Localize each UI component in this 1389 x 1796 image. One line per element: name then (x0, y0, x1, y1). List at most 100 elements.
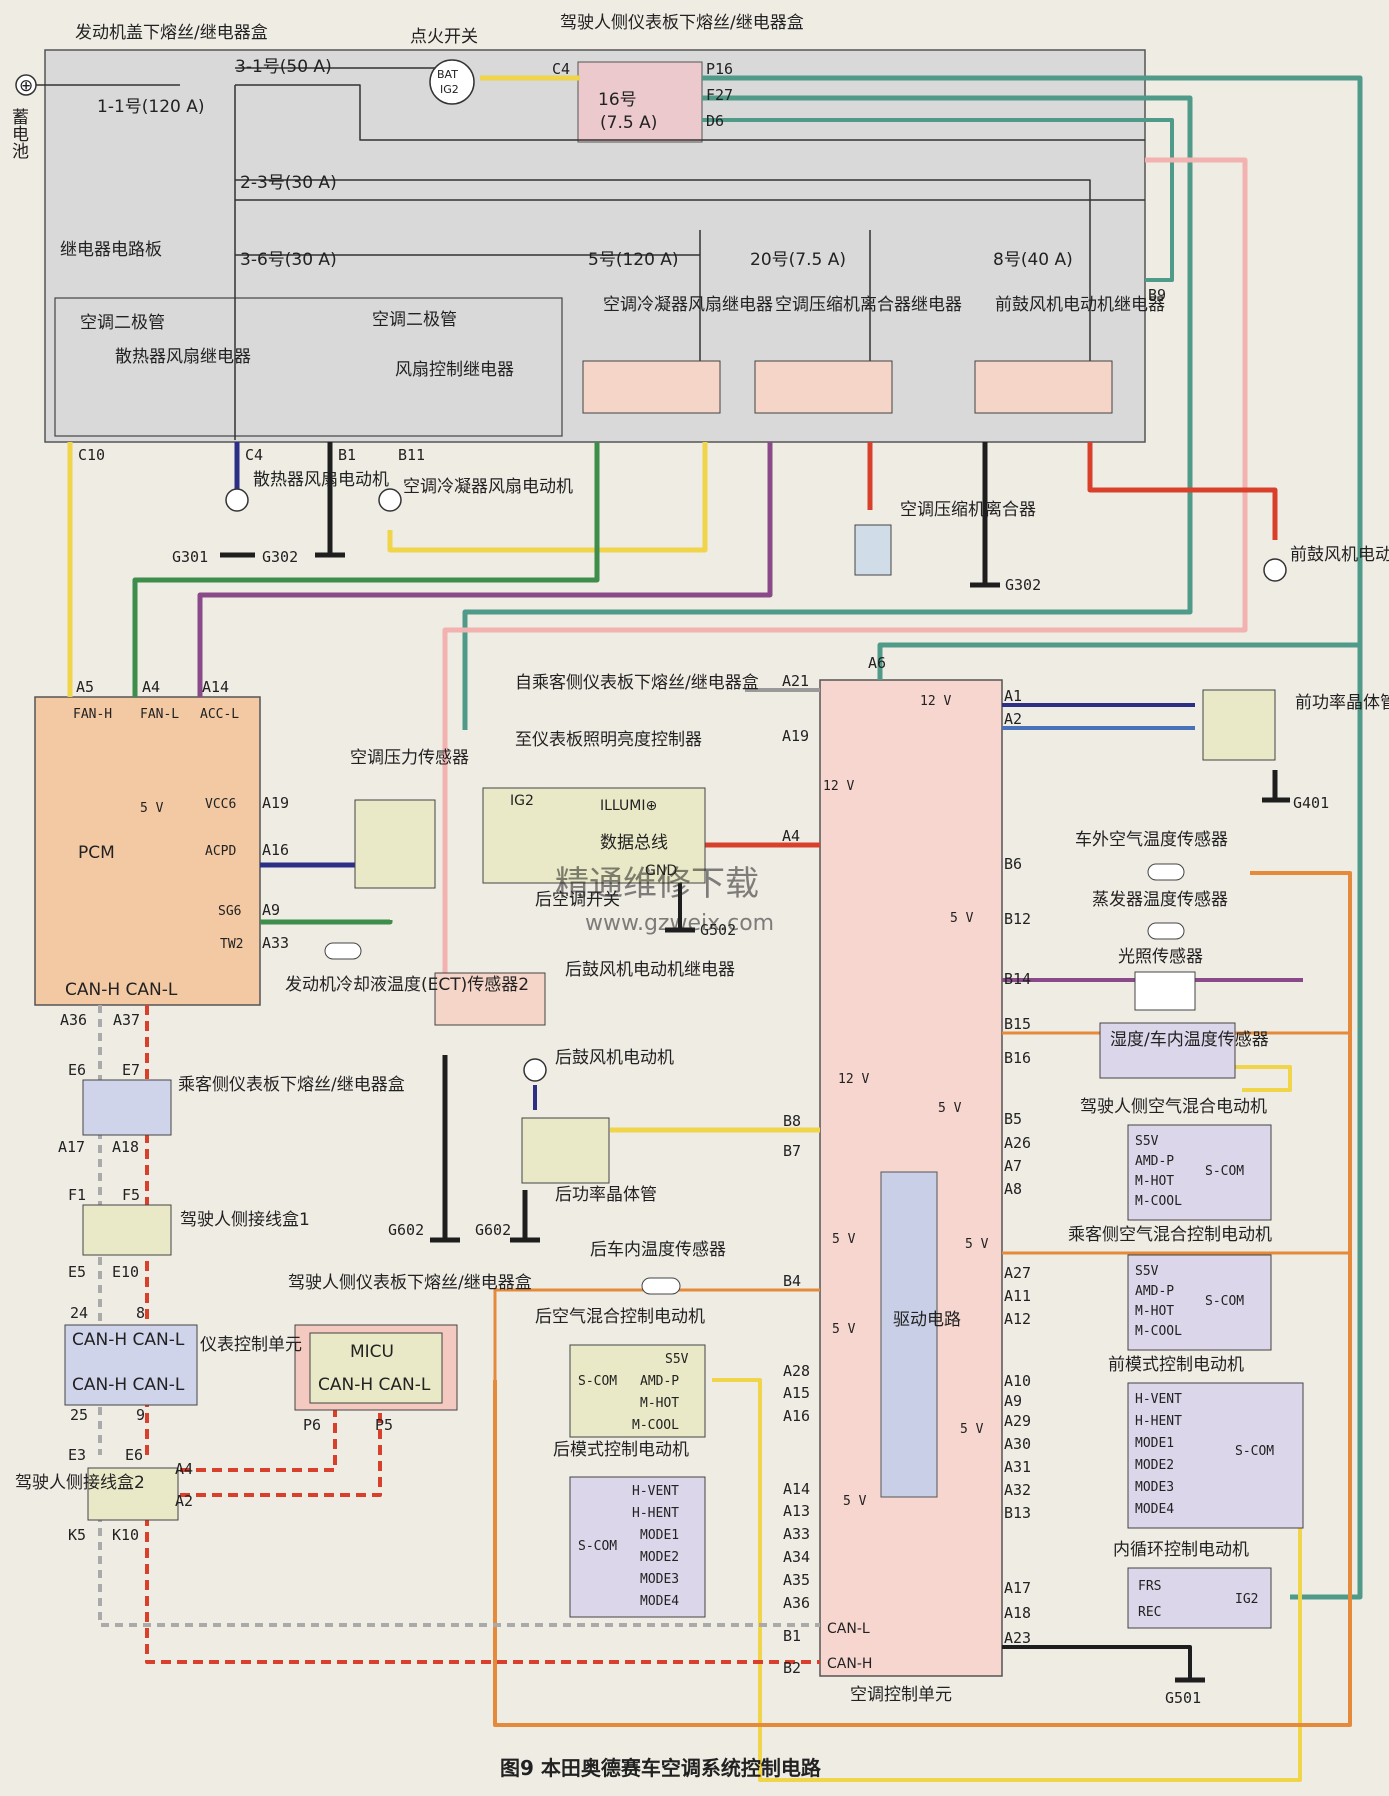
pcm-vref: 5 V (140, 801, 164, 816)
passenger-mix-t1: S5V (1135, 1264, 1159, 1279)
pcm-pin-a33: A33 (262, 934, 289, 952)
fb-pin-c4: C4 (245, 446, 263, 464)
ground-g501-label: G501 (1165, 1689, 1201, 1707)
fb-pin-b1: B1 (338, 446, 356, 464)
rear-mode-t2: H-HENT (632, 1506, 679, 1521)
wire-orange-4 (493, 1288, 820, 1380)
passenger-pin-e6: E6 (68, 1061, 86, 1079)
passenger-pin-e7: E7 (122, 1061, 140, 1079)
micu-pin-p6: P6 (303, 1416, 321, 1434)
evap-temp-sensor (1147, 922, 1185, 940)
front-mode-t1: H-VENT (1135, 1392, 1182, 1407)
passenger-pin-a18: A18 (112, 1138, 139, 1156)
driver-mix-motor (1127, 1124, 1272, 1221)
passenger-pin-a17: A17 (58, 1138, 85, 1156)
acu-left-pin-b8: B8 (783, 1112, 801, 1130)
acu-right-pin-a30: A30 (1004, 1435, 1031, 1453)
rear-from-passenger: 自乘客侧仪表板下熔丝/继电器盒 (515, 673, 759, 693)
gauge-can1: CAN-H CAN-L (72, 1330, 185, 1350)
ignition-label: 点火开关 (410, 27, 478, 47)
rear-temp-sensor (641, 1277, 681, 1295)
fuse-4: 3-6号(30 A) (240, 250, 337, 270)
rear-mode-motor (569, 1476, 706, 1618)
micu-pin-p5: P5 (375, 1416, 393, 1434)
acu-5v-6: 5 V (960, 1422, 984, 1437)
jb1-label: 驾驶人侧接线盒1 (180, 1210, 310, 1230)
acu-left-pin-a34: A34 (783, 1548, 810, 1566)
jb2 (87, 1467, 179, 1521)
fb-pin-b11: B11 (398, 446, 425, 464)
rear-power-transistor (521, 1117, 610, 1184)
wire-green-1 (132, 442, 600, 697)
acu-5v-4: 5 V (965, 1237, 989, 1252)
acu-right-pin-b12: B12 (1004, 910, 1031, 928)
acu-left-pin-a6: A6 (868, 654, 886, 672)
acu-left-pin-b2: B2 (783, 1659, 801, 1677)
acu-left-pin-a16: A16 (783, 1407, 810, 1425)
rear-ac-switch (482, 787, 706, 884)
front-power-label: 前功率晶体管 (1295, 693, 1389, 713)
rear-switch-gnd: GND (645, 863, 677, 879)
passenger-mix-scom: S-COM (1205, 1294, 1244, 1309)
ac-pressure-sensor (354, 799, 436, 889)
driver-mix-t4: M-COOL (1135, 1194, 1182, 1209)
pcm-term-1: FAN-H (73, 707, 112, 722)
acu-right-pin-a23: A23 (1004, 1629, 1031, 1647)
pcm-label: PCM (78, 843, 115, 863)
ignition-bat: BAT (437, 68, 458, 81)
acu-right-pin-b13: B13 (1004, 1504, 1031, 1522)
front-blower-label: 前鼓风机电动机 (1290, 545, 1389, 565)
pcm-pin-a16: A16 (262, 841, 289, 859)
acu-right-pin-b15: B15 (1004, 1015, 1031, 1033)
clutch-coil (854, 524, 892, 576)
ground-g602-label: G602 (388, 1221, 424, 1239)
fb-pin-b9: B9 (1148, 286, 1166, 304)
gauge-pin-9: 9 (136, 1406, 145, 1424)
ground-g302b-label: G302 (1005, 576, 1041, 594)
jb1-pin-f1: F1 (68, 1186, 86, 1204)
relay-board (54, 297, 563, 437)
wire-battery-bus (35, 67, 1145, 440)
passenger-mix-label: 乘客侧空气混合控制电动机 (1068, 1225, 1272, 1245)
driver-mix-t1: S5V (1135, 1134, 1159, 1149)
acu-right-pin-a29: A29 (1004, 1412, 1031, 1430)
gauge-pin-24: 24 (70, 1304, 88, 1322)
relay-rad-label: 散热器风扇继电器 (115, 347, 251, 367)
acu-right-pin-b5: B5 (1004, 1110, 1022, 1128)
rear-switch-label: 后空调开关 (535, 890, 620, 910)
battery-label: 蓄电池 (8, 108, 29, 159)
rear-switch-ig2: IG2 (510, 793, 534, 809)
acu-right-pin-a27: A27 (1004, 1264, 1031, 1282)
pcm-pin-a36: A36 (60, 1011, 87, 1029)
wire-teal-1 (702, 75, 1363, 1600)
acu-left-pin-a14: A14 (783, 1480, 810, 1498)
acu-left-pin-b7: B7 (783, 1142, 801, 1160)
acu-left-pin-a28: A28 (783, 1362, 810, 1380)
relay-cond (582, 360, 721, 414)
fuse-6: 20号(7.5 A) (750, 250, 846, 270)
gauge-can2: CAN-H CAN-L (72, 1375, 185, 1395)
acu-right-pin-a26: A26 (1004, 1134, 1031, 1152)
acu-right-pin-a32: A32 (1004, 1481, 1031, 1499)
rear-blower-motor-icon (523, 1058, 547, 1082)
ground-g602b-label: G602 (475, 1221, 511, 1239)
sun-sensor (1134, 971, 1196, 1011)
rad-fan-motor-icon (225, 488, 249, 512)
front-mode-t3: MODE1 (1135, 1436, 1174, 1451)
rear-temp-label: 后车内温度传感器 (590, 1240, 726, 1260)
passenger-mix-t3: M-HOT (1135, 1304, 1174, 1319)
acu-right-pin-a1: A1 (1004, 687, 1022, 705)
acu-right-pin-b14: B14 (1004, 970, 1031, 988)
wire-red-1 (1087, 442, 1278, 540)
jb1-pin-e10: E10 (112, 1263, 139, 1281)
acu-right-pin-a9: A9 (1004, 1392, 1022, 1410)
cond-motor-label: 空调冷凝器风扇电动机 (403, 477, 573, 497)
diode1-label: 空调二极管 (80, 313, 165, 333)
evap-sensor-label: 蒸发器温度传感器 (1092, 890, 1228, 910)
pcm-term-2: FAN-L (140, 707, 179, 722)
pcm-sg: SG6 (218, 904, 241, 919)
rear-mode-t1: H-VENT (632, 1484, 679, 1499)
rear-to-dimmer: 至仪表板照明亮度控制器 (515, 730, 702, 750)
acu-left-pin-a35: A35 (783, 1571, 810, 1589)
